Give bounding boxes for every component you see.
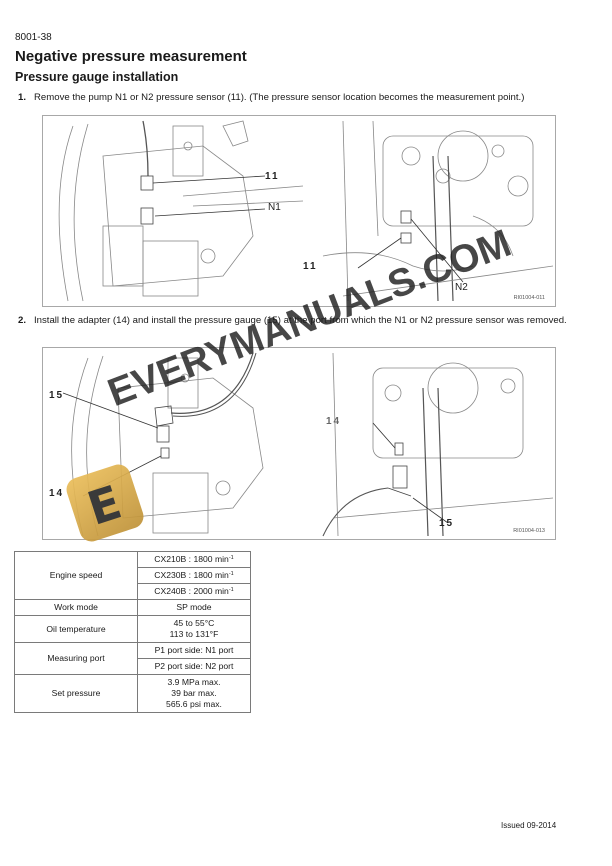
table-row: Oil temperature 45 to 55°C 113 to 131°F	[14, 615, 251, 643]
page-title: Negative pressure measurement	[15, 48, 247, 65]
row-label: Measuring port	[14, 642, 138, 675]
callout-n1: N1	[268, 202, 281, 213]
step-text: Install the adapter (14) and install the…	[34, 315, 567, 326]
figure-code: RI01004-011	[513, 295, 545, 301]
callout-15: 15	[49, 390, 65, 401]
row-label: Set pressure	[14, 674, 138, 713]
section-title: Pressure gauge installation	[15, 70, 179, 84]
row-value: P2 port side: N2 port	[137, 658, 251, 675]
spec-table: Engine speed CX210B : 1800 min-1 CX230B …	[14, 551, 251, 713]
callout-14-right: 14	[326, 416, 342, 427]
figure-sensor-removal: 11 N1 11 N2 RI01004-011	[42, 115, 556, 307]
step-number: 1.	[18, 92, 27, 103]
row-value: 45 to 55°C 113 to 131°F	[137, 615, 251, 643]
row-label: Work mode	[14, 599, 138, 616]
table-row: Measuring port P1 port side: N1 port	[14, 642, 251, 675]
table-row: Set pressure 3.9 MPa max. 39 bar max. 56…	[14, 674, 251, 713]
table-row: Engine speed CX210B : 1800 min-1	[14, 551, 251, 600]
issue-date: Issued 09-2014	[501, 821, 557, 830]
row-value: SP mode	[137, 599, 251, 616]
row-label: Oil temperature	[14, 615, 138, 643]
page-number: 8001-38	[15, 32, 52, 43]
step-1: 1. Remove the pump N1 or N2 pressure sen…	[15, 91, 575, 104]
figure-code: RI01004-013	[513, 528, 545, 534]
row-value: 3.9 MPa max. 39 bar max. 565.6 psi max.	[137, 674, 251, 713]
step-2: 2. Install the adapter (14) and install …	[15, 314, 575, 327]
row-value: P1 port side: N1 port	[137, 642, 251, 659]
callout-11: 11	[265, 171, 280, 182]
row-value: CX230B : 1800 min-1	[137, 567, 251, 584]
callout-15-right: 15	[439, 518, 455, 529]
step-number: 2.	[18, 315, 27, 326]
row-label: Engine speed	[14, 551, 138, 600]
callout-11-right: 11	[303, 261, 318, 272]
logo-letter-icon: E	[81, 474, 128, 536]
step-text: Remove the pump N1 or N2 pressure sensor…	[34, 92, 525, 103]
row-value: CX210B : 1800 min-1	[137, 551, 251, 568]
callout-14: 14	[49, 488, 65, 499]
row-value: CX240B : 2000 min-1	[137, 583, 251, 600]
gauge-installation-illustration	[62, 352, 554, 537]
callout-n2: N2	[455, 282, 468, 293]
engine-pump-illustration	[58, 120, 554, 302]
table-row: Work mode SP mode	[14, 599, 251, 616]
